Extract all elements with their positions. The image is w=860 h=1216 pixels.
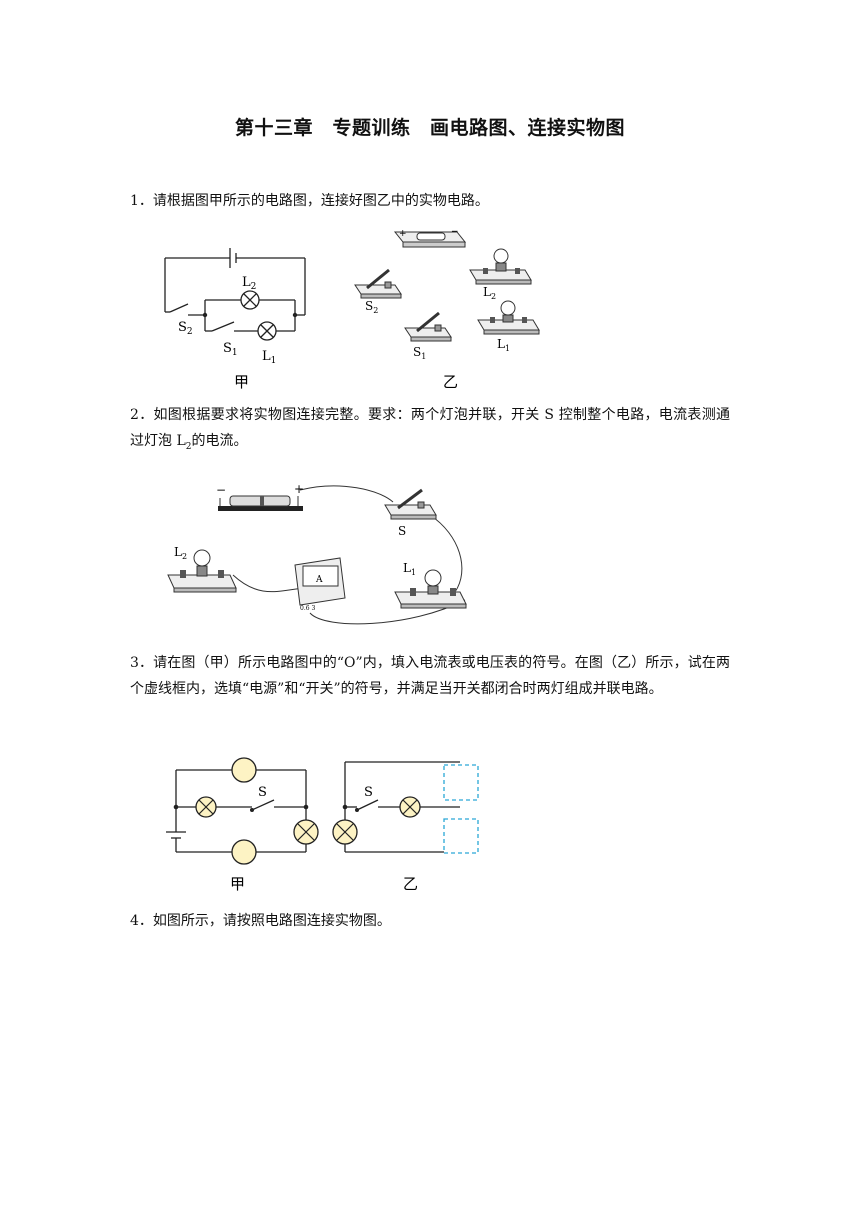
question-3-text: 3．请在图（甲）所示电路图中的“O”内，填入电流表或电压表的符号。在图（乙）所示… bbox=[130, 655, 730, 697]
q1-circuit-diagram-jia: L2 S2 S1 L1 甲 bbox=[164, 248, 306, 391]
q1-jia-l1-label: L1 bbox=[262, 349, 276, 366]
q1-yi-caption: 乙 bbox=[443, 373, 458, 391]
switch-s2-icon bbox=[354, 268, 402, 299]
svg-text:+: + bbox=[294, 482, 304, 496]
meter-circle-top bbox=[231, 757, 257, 783]
battery-icon: − + bbox=[216, 482, 304, 511]
q3-circuit-diagrams: S 甲 S 乙 bbox=[166, 757, 479, 893]
q1-yi-l1-label: L1 bbox=[497, 337, 510, 353]
svg-text:0.6 3: 0.6 3 bbox=[300, 605, 315, 612]
q3-jia-s-label: S bbox=[258, 785, 267, 800]
q3-yi-s-label: S bbox=[364, 785, 373, 800]
q2-l1-label: L1 bbox=[403, 561, 416, 577]
q3-jia-caption: 甲 bbox=[230, 875, 245, 893]
svg-text:−: − bbox=[451, 227, 459, 237]
q1-yi-s1-label: S1 bbox=[413, 345, 426, 361]
bulb-l1-icon bbox=[394, 569, 467, 609]
battery-icon: + − bbox=[393, 227, 467, 248]
question-4-text: 4．如图所示，请按照电路图连接实物图。 bbox=[130, 913, 391, 929]
page-title: 第十三章 专题训练 画电路图、连接实物图 bbox=[234, 117, 625, 139]
switch-s-icon bbox=[384, 488, 437, 520]
q1-yi-l2-label: L2 bbox=[483, 285, 496, 301]
bulb-l1-icon bbox=[477, 300, 540, 335]
q1-jia-s2-label: S2 bbox=[178, 320, 193, 337]
question-2-text: 2．如图根据要求将实物图连接完整。要求：两个灯泡并联，开关 S 控制整个电路，电… bbox=[130, 407, 730, 452]
dashed-box-bottom bbox=[443, 818, 479, 854]
svg-text:+: + bbox=[399, 229, 407, 239]
svg-text:A: A bbox=[315, 575, 323, 585]
switch-s1-icon bbox=[404, 311, 452, 342]
q2-s-label: S bbox=[398, 524, 406, 538]
bulb-l2-icon bbox=[167, 549, 237, 593]
q2-l2-label: L2 bbox=[174, 545, 187, 561]
q1-jia-caption: 甲 bbox=[234, 373, 249, 391]
q1-jia-l2-label: L2 bbox=[242, 275, 256, 292]
q1-jia-s1-label: S1 bbox=[223, 341, 238, 358]
q3-yi-caption: 乙 bbox=[403, 875, 418, 893]
meter-circle-bottom bbox=[231, 839, 257, 865]
q2-physical-diagram: − + S L2 A 0.6 3 L1 bbox=[167, 482, 467, 625]
ammeter-icon: A 0.6 3 bbox=[294, 557, 346, 612]
dashed-box-top bbox=[443, 764, 479, 801]
svg-text:−: − bbox=[216, 483, 226, 497]
q1-yi-s2-label: S2 bbox=[365, 299, 378, 315]
bulb-l2-icon bbox=[469, 248, 532, 285]
question-1-text: 1．请根据图甲所示的电路图，连接好图乙中的实物电路。 bbox=[130, 193, 489, 209]
q1-physical-diagram-yi: + − S2 L2 S1 L1 乙 bbox=[354, 227, 540, 391]
